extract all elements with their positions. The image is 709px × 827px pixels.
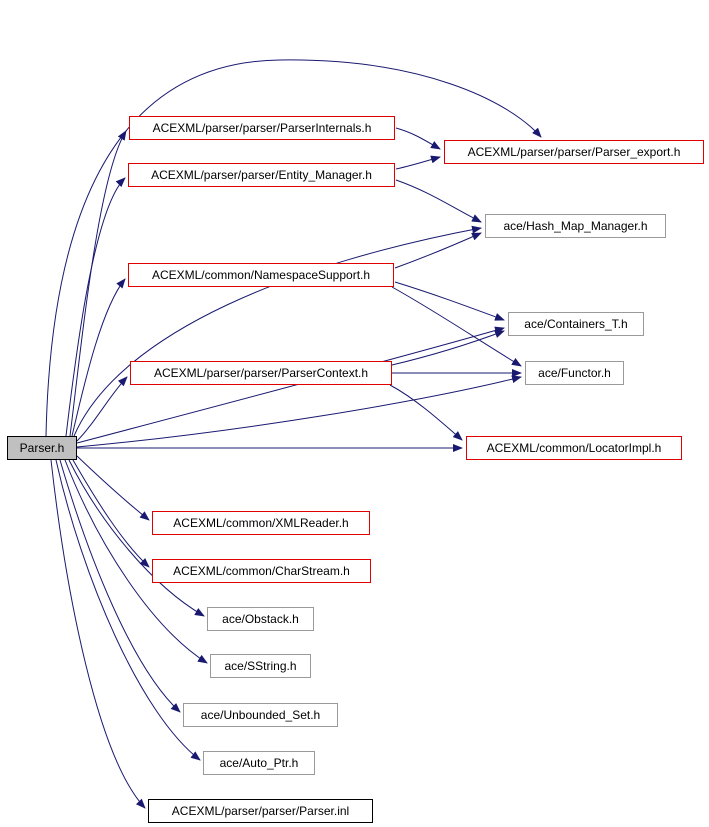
node-sstring: ace/SString.h xyxy=(210,654,311,678)
edge-parser-h-to-char-stream xyxy=(72,459,150,568)
edge-parser-h-to-parser-internals xyxy=(69,130,127,437)
node-xml-reader[interactable]: ACEXML/common/XMLReader.h xyxy=(152,511,370,535)
node-namespace-support[interactable]: ACEXML/common/NamespaceSupport.h xyxy=(128,263,394,287)
node-unbounded-set: ace/Unbounded_Set.h xyxy=(183,703,338,727)
node-parser-internals[interactable]: ACEXML/parser/parser/ParserInternals.h xyxy=(129,116,395,140)
node-auto-ptr: ace/Auto_Ptr.h xyxy=(203,751,315,775)
edge-parser-h-to-parser-context xyxy=(76,376,128,442)
edge-parser-h-to-parser-inl xyxy=(50,459,146,809)
edge-parser-h-to-obstack xyxy=(68,459,205,617)
node-entity-manager[interactable]: ACEXML/parser/parser/Entity_Manager.h xyxy=(128,163,395,187)
edge-parser-context-to-containers-t xyxy=(391,330,505,366)
edge-entity-manager-to-hash-map-manager xyxy=(395,179,482,223)
edge-parser-h-to-entity-manager xyxy=(65,177,126,437)
node-parser-h: Parser.h xyxy=(7,436,77,460)
node-functor: ace/Functor.h xyxy=(525,361,624,385)
edge-parser-h-to-namespace-support xyxy=(71,278,126,437)
node-hash-map-manager: ace/Hash_Map_Manager.h xyxy=(485,214,666,238)
edge-parser-h-to-hash-map-manager xyxy=(73,225,482,437)
edge-parser-h-to-auto-ptr xyxy=(55,459,201,761)
node-parser-context[interactable]: ACEXML/parser/parser/ParserContext.h xyxy=(130,361,392,385)
edge-namespace-support-to-containers-t xyxy=(394,281,505,321)
edge-entity-manager-to-parser-export xyxy=(395,155,441,170)
edge-parser-h-to-functor xyxy=(76,375,522,448)
edge-namespace-support-to-hash-map-manager xyxy=(394,232,482,269)
edge-namespace-support-to-functor xyxy=(391,286,522,367)
node-parser-export[interactable]: ACEXML/parser/parser/Parser_export.h xyxy=(444,140,704,164)
edge-parser-context-to-locator-impl xyxy=(389,384,463,441)
edge-parser-internals-to-parser-export xyxy=(395,127,441,150)
node-locator-impl[interactable]: ACEXML/common/LocatorImpl.h xyxy=(466,436,682,460)
node-parser-inl: ACEXML/parser/parser/Parser.inl xyxy=(148,799,373,823)
edge-parser-h-to-xml-reader xyxy=(76,455,150,521)
edge-parser-h-to-unbounded-set xyxy=(59,459,181,713)
edge-parser-h-to-containers-t xyxy=(76,326,505,444)
node-containers-t: ace/Containers_T.h xyxy=(508,312,644,336)
node-char-stream[interactable]: ACEXML/common/CharStream.h xyxy=(152,559,371,583)
node-obstack: ace/Obstack.h xyxy=(207,607,314,631)
